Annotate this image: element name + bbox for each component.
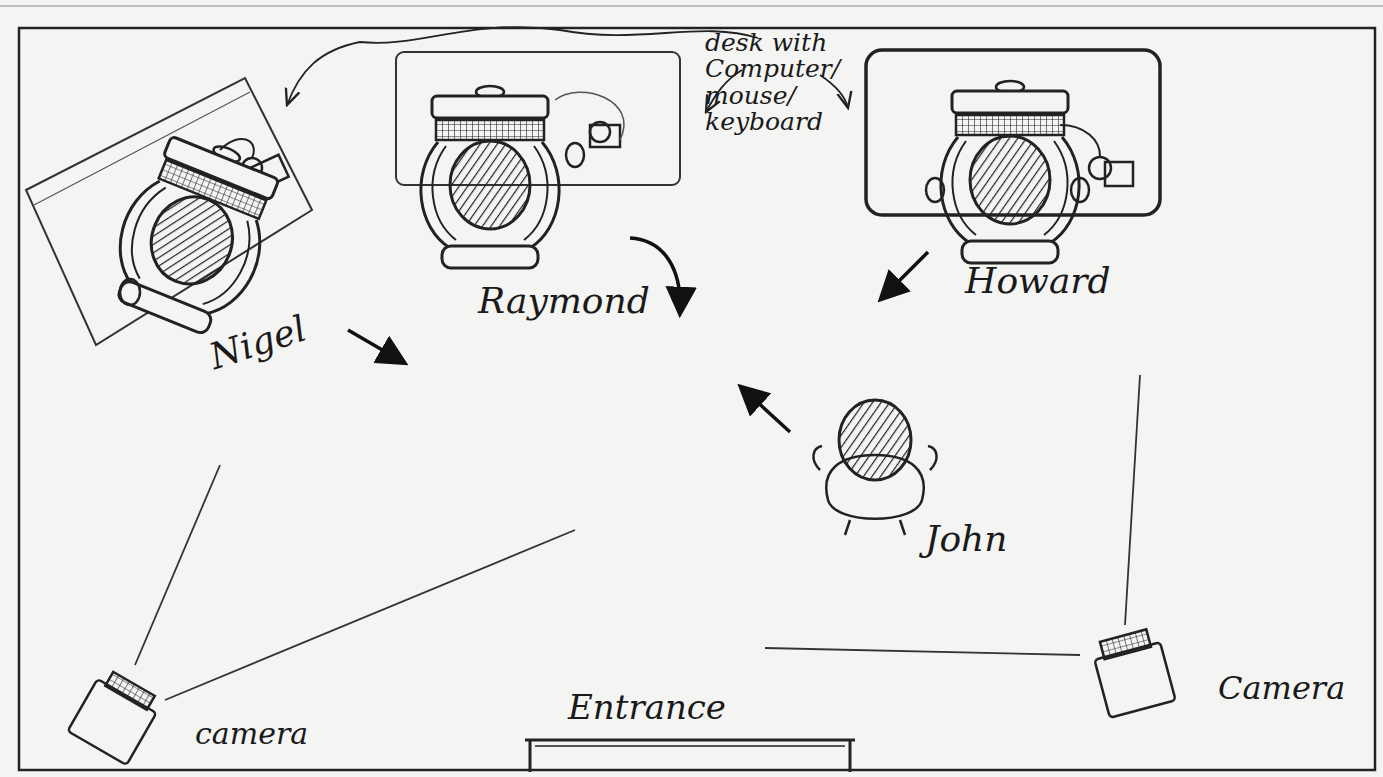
mouse xyxy=(1089,157,1111,179)
mouse-pad xyxy=(590,125,620,147)
camera-lens xyxy=(105,672,155,710)
view-line xyxy=(135,465,220,665)
leader-line xyxy=(287,27,758,105)
hand xyxy=(926,178,944,202)
camera-label: Camera xyxy=(1218,672,1378,706)
desk xyxy=(26,78,312,345)
head-top xyxy=(839,400,911,480)
entrance-door xyxy=(525,740,855,772)
callout-note: desk with Computer/ mouse/ keyboard xyxy=(705,30,855,135)
hand xyxy=(566,143,584,167)
camera-symbol xyxy=(1090,627,1175,718)
foot xyxy=(845,520,905,535)
camera-symbol xyxy=(68,667,164,765)
view-line xyxy=(1125,375,1140,625)
hand xyxy=(1071,178,1089,202)
entrance-door xyxy=(535,745,845,747)
movement-arrow xyxy=(742,388,790,432)
seated-person xyxy=(941,81,1079,263)
seated-person xyxy=(97,123,293,344)
person-name: John xyxy=(925,520,1065,558)
person-name: Raymond xyxy=(478,282,678,320)
mouse xyxy=(590,122,610,142)
hand xyxy=(120,279,140,305)
view-line xyxy=(165,530,575,700)
camera-label: camera xyxy=(195,718,355,750)
movement-arrow xyxy=(348,330,403,362)
view-line xyxy=(765,648,1080,655)
header-rule xyxy=(0,6,1383,7)
camera-lens xyxy=(1100,629,1151,659)
seated-person xyxy=(421,86,559,268)
person-name: Nigel xyxy=(205,297,350,376)
panel-frame xyxy=(19,28,1375,770)
movement-arrow xyxy=(882,252,928,298)
person-name: Howard xyxy=(965,262,1165,300)
mouse-cable xyxy=(555,92,624,140)
entrance-label: Entrance xyxy=(568,690,788,726)
